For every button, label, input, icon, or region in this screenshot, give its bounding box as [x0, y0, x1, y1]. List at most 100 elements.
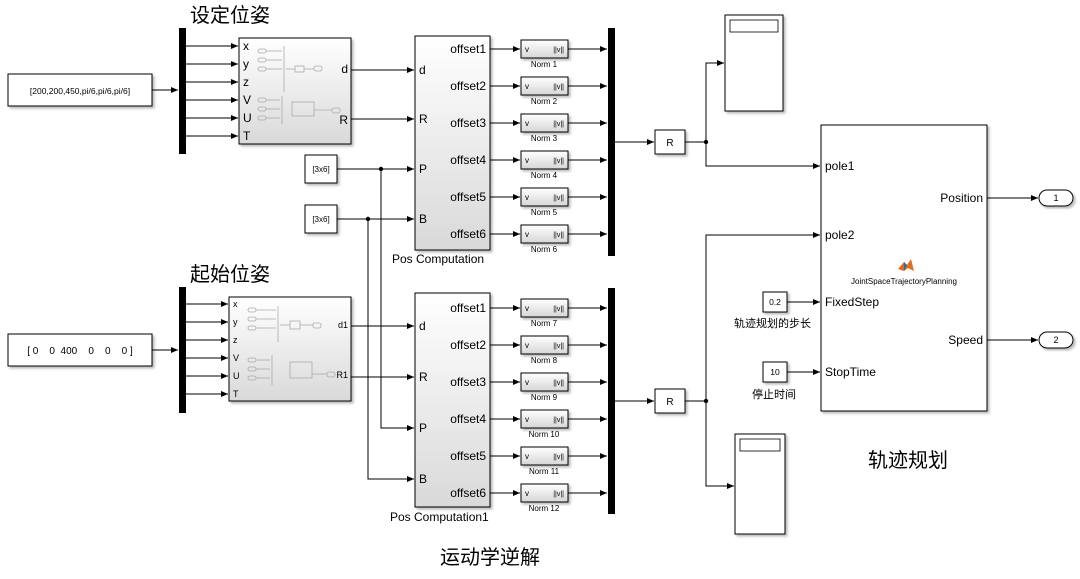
- poscomp-top-in-d: d: [419, 63, 426, 77]
- r-bottom-branch-dot: [703, 398, 709, 404]
- pos-computation-bottom-name: Pos Computation1: [390, 510, 489, 524]
- norm-bottom-in-label: v: [525, 304, 529, 313]
- traj-in-pole1: pole1: [825, 159, 855, 173]
- goto-r-bottom[interactable]: R: [654, 388, 686, 414]
- poscomp-bottom-out-4: offset4: [450, 412, 486, 426]
- norm-top-block[interactable]: v||v||: [520, 113, 569, 133]
- pose-bottom-out-d1: d1: [338, 320, 348, 330]
- pose-top-in-x: x: [243, 39, 249, 53]
- pose-subsystem-bottom[interactable]: x y z V U T d1 R1: [228, 296, 352, 402]
- norm-bottom-block[interactable]: v ||v||: [520, 298, 569, 318]
- mux-bottom[interactable]: [608, 288, 615, 514]
- demux-bottom-wires: [186, 301, 228, 397]
- fixed-step-caption: 轨迹规划的步长: [734, 316, 811, 330]
- norm-bottom-block[interactable]: v||v||: [520, 335, 569, 355]
- start-pose-constant-value: [ 0 0 400 0 0 0 ]: [27, 346, 133, 357]
- norm-top-block[interactable]: v ||v||: [520, 76, 569, 96]
- stop-time-constant[interactable]: 10: [762, 361, 788, 383]
- norm-top-block[interactable]: v||v||: [520, 224, 569, 244]
- poscomp-bottom-in-b: B: [419, 472, 427, 486]
- p-branch-dot: [378, 166, 384, 172]
- norm-top-name: Norm 5: [531, 208, 558, 217]
- start-pose-constant[interactable]: [ 0 0 400 0 0 0 ]: [7, 333, 153, 367]
- pos-computation-bottom[interactable]: d R P B offset1 offset2 offset3 offset4 …: [414, 292, 491, 508]
- norm-bottom-block[interactable]: v||v||: [520, 372, 569, 392]
- poscomp-top-out-6: offset6: [450, 227, 486, 241]
- set-pose-constant[interactable]: [200,200,450,pi/6,pi/6,pi/6]: [7, 73, 153, 107]
- norm-bottom-name: Norm 8: [531, 356, 558, 365]
- pose-bottom-out-r1: R1: [336, 370, 348, 380]
- norm-bottom-block[interactable]: v ||v||: [520, 483, 569, 503]
- fixed-step-value: 0.2: [769, 297, 781, 307]
- goto-out-wires: [685, 60, 820, 489]
- pose-top-out-d: d: [341, 62, 348, 76]
- inverse-kinematics-title: 运动学逆解: [440, 545, 540, 569]
- pos-computation-top[interactable]: d R P B offset1 offset2 offset3 offset4 …: [414, 35, 491, 251]
- traj-in-fixedstep: FixedStep: [825, 295, 879, 309]
- norm-bottom-name: Norm 10: [529, 430, 560, 439]
- pose-bottom-in-y: y: [233, 317, 238, 327]
- norm-bottom-op-label: ||v||: [553, 306, 564, 313]
- demux-bottom[interactable]: [179, 287, 186, 413]
- pose-top-out-r: R: [339, 113, 348, 127]
- start-pose-title: 起始位姿: [190, 262, 270, 286]
- norm-top-in-label: v: [525, 45, 529, 54]
- norm-bottom-op-label: ||v||: [553, 491, 564, 498]
- norm-bottom-block[interactable]: v||v||: [520, 446, 569, 466]
- poscomp-top-in-r: R: [419, 112, 428, 126]
- norm-top-name: Norm 3: [531, 134, 558, 143]
- pose-top-in-v: V: [243, 93, 251, 107]
- p-matrix-constant[interactable]: [3x6]: [304, 154, 338, 184]
- set-pose-title: 设定位姿: [190, 3, 270, 27]
- norm-top-in-label: v: [525, 193, 529, 202]
- poscomp-bottom-out-5: offset5: [450, 449, 486, 463]
- goto-r-top-label: R: [666, 138, 673, 149]
- norm-bottom-in-label: v: [525, 341, 529, 350]
- trajectory-planning-block[interactable]: pole1 pole2 FixedStep StopTime Position …: [820, 124, 988, 412]
- norm-top-op-label: ||v||: [553, 84, 564, 91]
- poscomp-bottom-out-1: offset1: [450, 301, 486, 315]
- poscomp-bottom-in-r: R: [419, 370, 428, 384]
- pose-top-in-z: z: [243, 75, 249, 89]
- outport-1[interactable]: 1: [1038, 189, 1074, 207]
- mux-top[interactable]: [608, 28, 615, 256]
- pose-top-in-t: T: [243, 129, 251, 143]
- traj-function-name: JointSpaceTrajectoryPlanning: [851, 277, 957, 286]
- poscomp-top-in-b: B: [419, 212, 427, 226]
- norm-top-block[interactable]: v||v||: [520, 39, 569, 59]
- set-pose-constant-value: [200,200,450,pi/6,pi/6,pi/6]: [30, 86, 130, 96]
- b-matrix-constant[interactable]: [3x6]: [304, 204, 338, 234]
- r-top-branch-dot: [703, 139, 709, 145]
- pose-to-poscomp-wires: [337, 67, 414, 482]
- traj-in-pole2: pole2: [825, 228, 855, 242]
- scope-bottom[interactable]: [734, 433, 786, 535]
- norm-bottom-name: Norm 11: [529, 467, 560, 476]
- poscomp-top-out-4: offset4: [450, 153, 486, 167]
- norm-top-name: Norm 6: [531, 245, 558, 254]
- fixed-step-constant[interactable]: 0.2: [762, 291, 788, 313]
- norm-top-in-label: v: [525, 119, 529, 128]
- scope-top[interactable]: [724, 14, 784, 112]
- norm-bottom-in-label: v: [525, 489, 529, 498]
- goto-r-bottom-label: R: [666, 397, 673, 408]
- pose-top-in-u: U: [243, 111, 252, 125]
- outport-2[interactable]: 2: [1038, 331, 1074, 349]
- goto-r-top[interactable]: R: [654, 129, 686, 155]
- norm-top-block[interactable]: v ||v||: [520, 187, 569, 207]
- norm-top-block[interactable]: v||v||: [520, 150, 569, 170]
- norm-top-op-label: ||v||: [553, 195, 564, 202]
- norm-top-in-label: v: [525, 82, 529, 91]
- demux-top-wires: [186, 43, 238, 139]
- pose-subsystem-top[interactable]: x y z V U T d R: [238, 37, 352, 145]
- outport-2-label: 2: [1053, 335, 1058, 345]
- poscomp-bottom-out-2: offset2: [450, 338, 486, 352]
- norm-top-name: Norm 4: [531, 171, 558, 180]
- pose-bottom-in-v: V: [233, 353, 239, 363]
- stop-time-value: 10: [770, 367, 780, 377]
- demux-top[interactable]: [179, 28, 186, 154]
- stop-time-caption: 停止时间: [752, 387, 796, 401]
- norm-bottom-op-label: ||v||: [553, 454, 564, 461]
- norms-bottom: v||v||Norm 7v||v||Norm 8v||v||Norm 9v||v…: [490, 298, 607, 513]
- norm-bottom-block[interactable]: v||v||: [520, 409, 569, 429]
